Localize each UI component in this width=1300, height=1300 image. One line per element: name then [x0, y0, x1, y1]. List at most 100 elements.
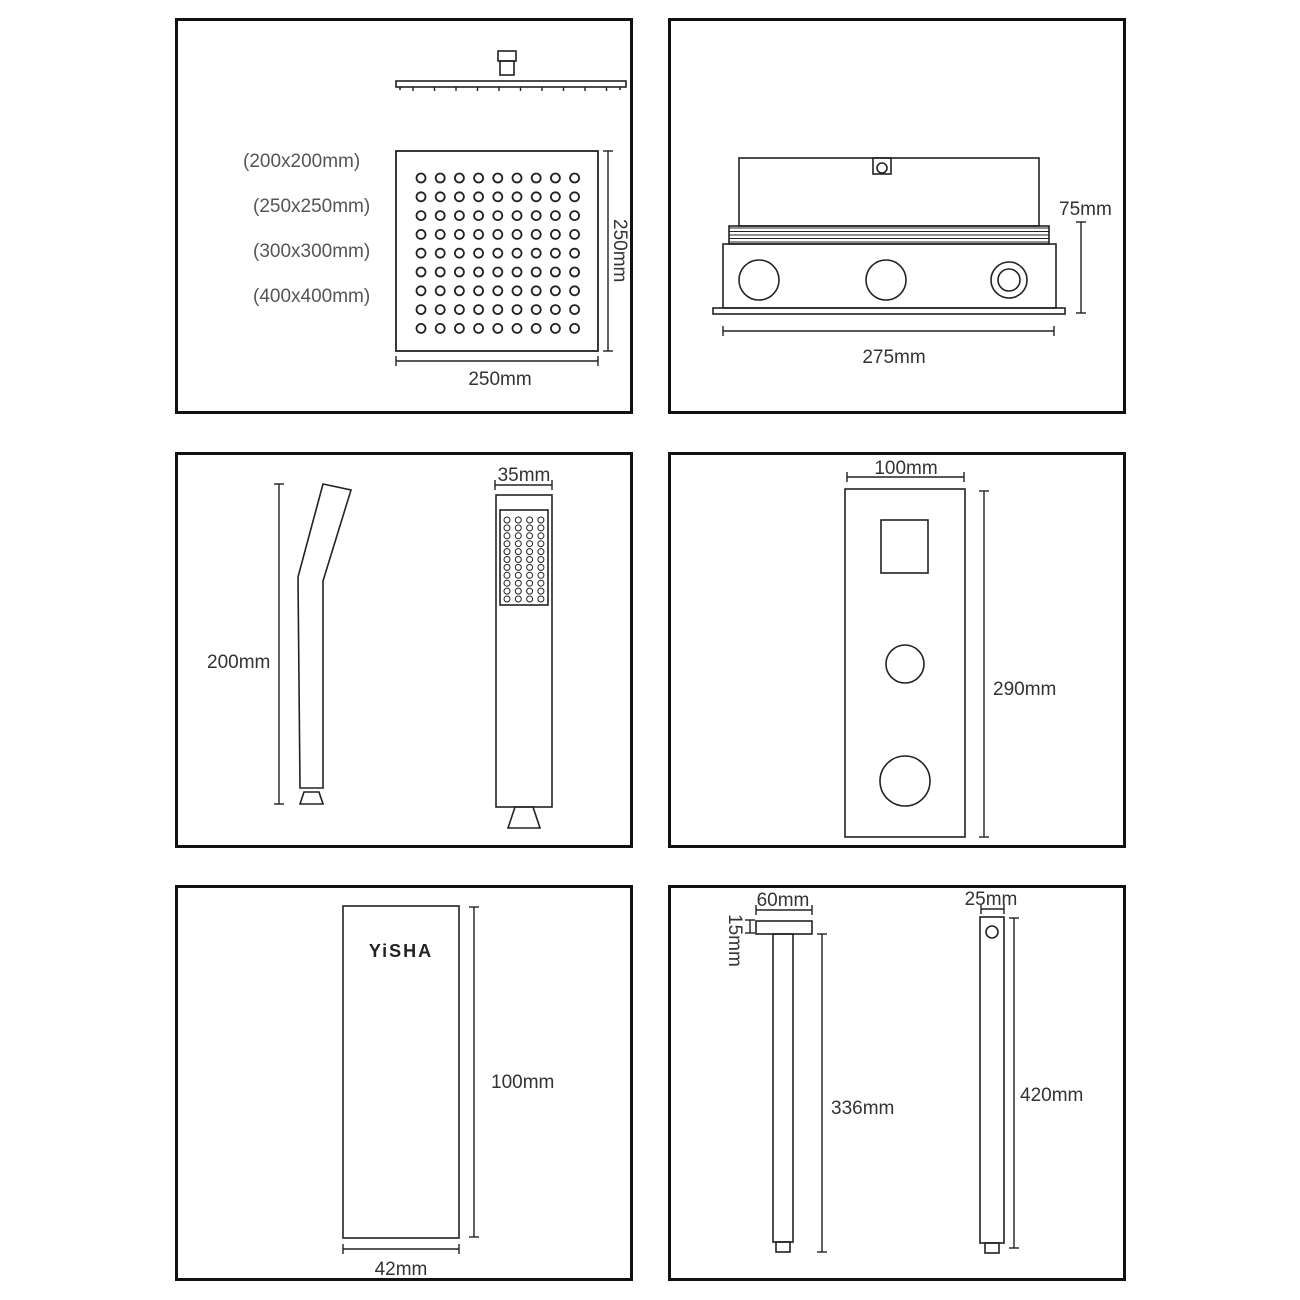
nozzle	[473, 285, 485, 297]
ceiling-flange	[755, 920, 813, 935]
nozzle	[511, 172, 523, 184]
arm-length-dimension	[817, 933, 827, 1253]
nozzle	[530, 210, 542, 222]
hand-nozzle	[503, 540, 511, 548]
nozzle	[511, 210, 523, 222]
hand-shower-drawing: 200mm 35mm	[207, 465, 553, 829]
hand-shower-side-view	[297, 483, 353, 805]
hand-nozzle	[526, 571, 534, 579]
hand-nozzle	[503, 556, 511, 563]
hand-nozzle	[537, 556, 545, 563]
nozzle	[434, 210, 446, 222]
nozzle	[530, 266, 542, 278]
nozzle	[434, 266, 446, 278]
nozzle	[569, 210, 581, 222]
nozzle	[434, 247, 446, 259]
hand-nozzle	[503, 571, 511, 579]
nozzle	[569, 191, 581, 203]
width-dimension	[494, 480, 553, 490]
height-label: 250mm	[609, 219, 630, 282]
hand-nozzle	[537, 540, 545, 548]
bracket-plate	[342, 905, 460, 1239]
hand-nozzle	[537, 548, 545, 556]
width-label: 42mm	[375, 1259, 428, 1278]
nozzle	[473, 247, 485, 259]
nozzle	[415, 322, 427, 334]
nozzle	[453, 172, 465, 184]
nozzle	[511, 191, 523, 203]
nozzle	[569, 285, 581, 297]
nozzle	[434, 228, 446, 240]
hand-nozzle	[537, 563, 545, 571]
hand-nozzle	[537, 524, 545, 532]
nozzle	[530, 247, 542, 259]
width-dimension	[342, 1244, 460, 1254]
hand-nozzle	[514, 556, 522, 563]
hand-shower-front-view	[495, 494, 553, 829]
width-label: 100mm	[874, 458, 937, 479]
nozzle	[492, 247, 504, 259]
hand-nozzle	[514, 532, 522, 540]
nozzle	[415, 304, 427, 316]
nozzle	[453, 304, 465, 316]
bar-length-dimension	[1009, 917, 1019, 1249]
nozzle	[415, 247, 427, 259]
nozzle	[492, 210, 504, 222]
hand-nozzle	[514, 540, 522, 548]
height-label: 75mm	[1059, 199, 1112, 220]
nozzle	[415, 266, 427, 278]
display-button	[880, 519, 929, 574]
nozzle	[569, 304, 581, 316]
temperature-knob	[879, 755, 931, 807]
nozzle	[511, 228, 523, 240]
hand-nozzle	[514, 516, 522, 524]
width-dimension	[395, 356, 599, 366]
bar-width-label: 25mm	[965, 889, 1018, 910]
flange-height-label: 15mm	[724, 914, 745, 967]
hand-nozzle	[514, 579, 522, 587]
flange-width-dimension	[755, 905, 813, 915]
nozzle	[415, 228, 427, 240]
nozzle	[549, 285, 561, 297]
shower-head-side-view	[395, 50, 627, 90]
hand-nozzle	[514, 571, 522, 579]
hand-nozzle	[526, 548, 534, 556]
hand-nozzle	[514, 524, 522, 532]
nozzle	[473, 266, 485, 278]
valve-box-panel: 75mm 275mm	[668, 18, 1126, 414]
wall-bracket-drawing: YiSHA 100mm 42mm	[342, 905, 554, 1278]
hand-nozzle	[526, 516, 534, 524]
hand-nozzle	[514, 548, 522, 556]
rain-shower-panel: (200x200mm) (250x250mm) (300x300mm) (400…	[175, 18, 633, 414]
nozzle	[511, 247, 523, 259]
hand-nozzle	[537, 579, 545, 587]
nozzle	[415, 210, 427, 222]
nozzle	[415, 172, 427, 184]
nozzle	[492, 228, 504, 240]
hand-nozzle	[514, 587, 522, 595]
nozzle	[549, 266, 561, 278]
nozzle	[492, 304, 504, 316]
nozzle	[453, 191, 465, 203]
hand-nozzle	[526, 524, 534, 532]
hand-shower-panel: 200mm 35mm	[175, 452, 633, 848]
nozzle	[569, 228, 581, 240]
control-panel-drawing: 100mm 290mm	[844, 458, 1056, 838]
width-dimension	[846, 472, 965, 482]
shower-arms-drawing: 60mm 15mm 336mm 25mm	[724, 889, 1083, 1254]
shower-head-top-view	[395, 150, 599, 352]
nozzle	[511, 285, 523, 297]
box-ribs	[729, 227, 1049, 243]
hand-nozzle	[526, 540, 534, 548]
hand-nozzle	[503, 532, 511, 540]
side-nozzles	[412, 87, 608, 91]
control-plate	[844, 488, 966, 838]
hand-nozzle	[503, 579, 511, 587]
wall-bracket-panel: YiSHA 100mm 42mm	[175, 885, 633, 1281]
flange-height-dimension	[745, 919, 755, 934]
nozzle	[434, 172, 446, 184]
nozzle	[434, 191, 446, 203]
nozzle	[473, 191, 485, 203]
nozzle	[549, 228, 561, 240]
shower-arms-panel: 60mm 15mm 336mm 25mm	[668, 885, 1126, 1281]
